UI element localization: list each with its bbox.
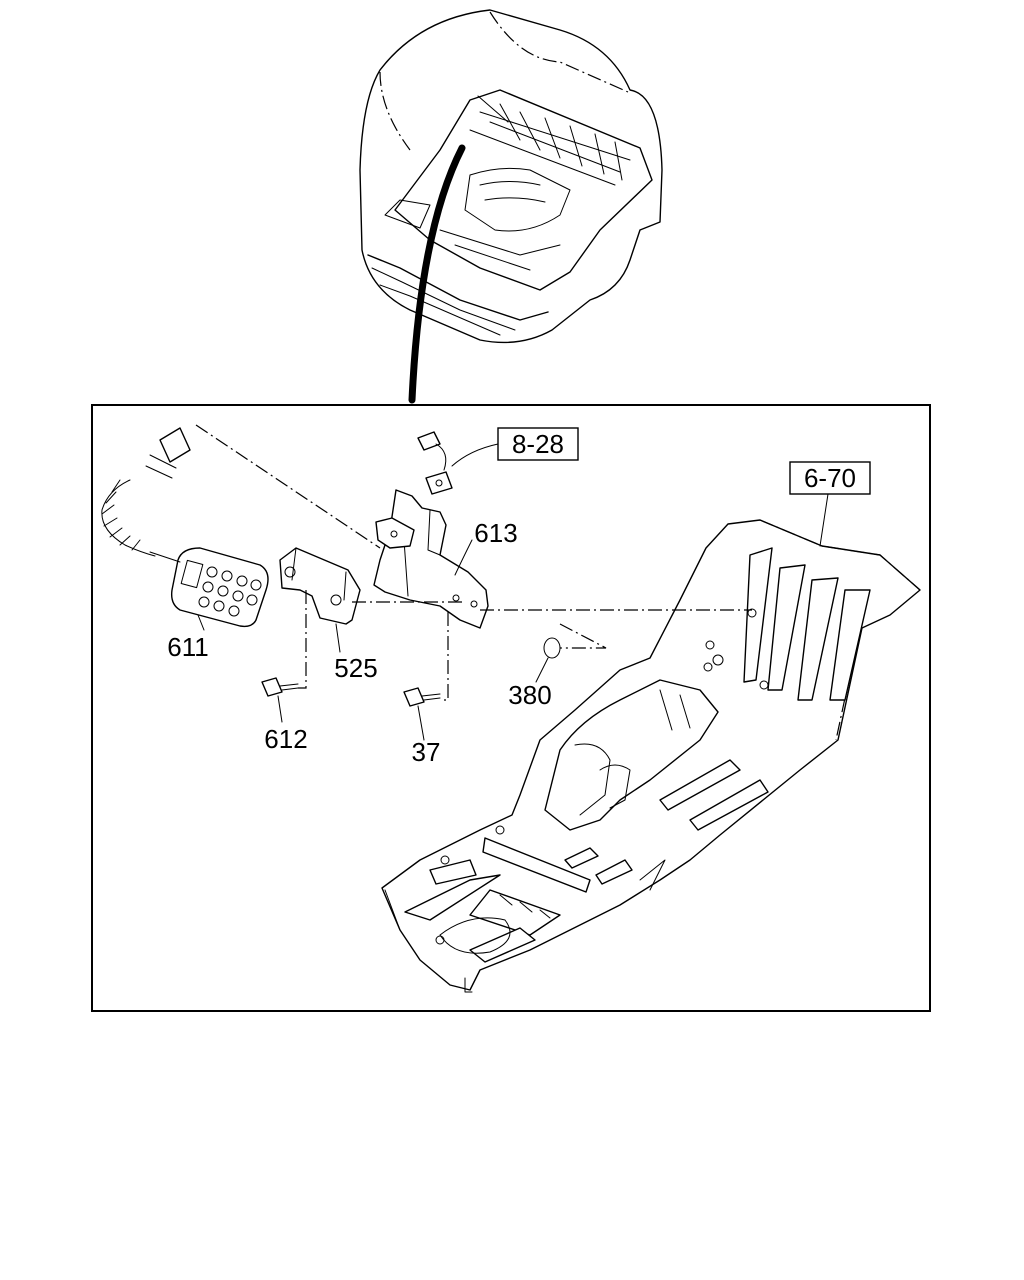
callout-6-70[interactable]: 6-70 xyxy=(789,461,871,495)
floor-panel-icon xyxy=(381,519,921,993)
callout-label-6-70: 6-70 xyxy=(804,463,856,493)
keypad-buttons xyxy=(198,566,262,617)
detail-frame xyxy=(91,404,931,1012)
switch-connector xyxy=(417,431,453,495)
label-525: 525 xyxy=(334,653,377,683)
label-613: 613 xyxy=(474,518,517,548)
callout-box-6-70 xyxy=(789,461,871,495)
label-380: 380 xyxy=(508,680,551,710)
label-612: 612 xyxy=(264,724,307,754)
plug-380 xyxy=(543,637,561,659)
bolt-37 xyxy=(403,687,441,707)
callout-label-8-28: 8-28 xyxy=(512,429,564,459)
callout-box-8-28 xyxy=(497,427,579,461)
bracket-613 xyxy=(373,489,489,629)
label-611: 611 xyxy=(167,632,208,662)
truck-cab-icon xyxy=(359,9,663,404)
remote-control-icon xyxy=(101,427,269,628)
holder-525 xyxy=(279,547,361,625)
leader-lines xyxy=(195,424,829,741)
bolt-612 xyxy=(261,677,299,697)
label-37: 37 xyxy=(412,737,441,767)
callout-8-28[interactable]: 8-28 xyxy=(497,427,579,461)
